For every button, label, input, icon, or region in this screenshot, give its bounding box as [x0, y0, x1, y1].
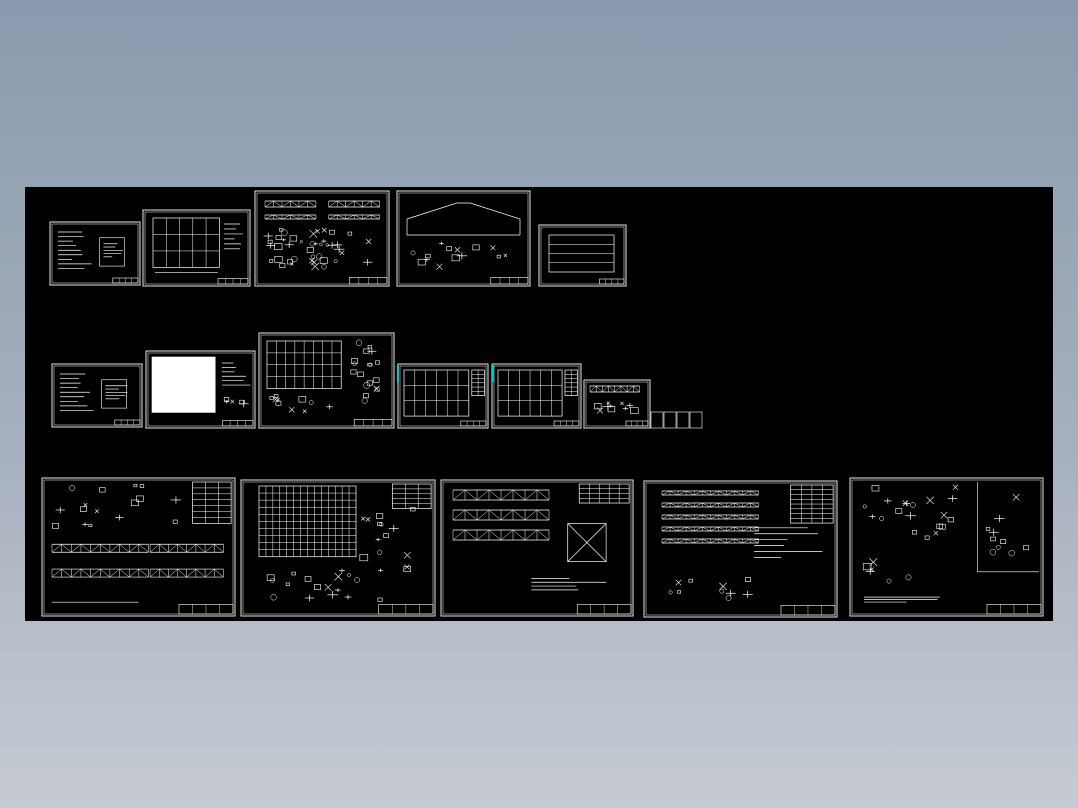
drawing-sheet-row2-sheet6[interactable]: [583, 379, 651, 429]
drawing-sheet-row2-sheet3[interactable]: [258, 332, 395, 429]
drawing-sheet-row2-sheet5[interactable]: [491, 363, 582, 429]
drawing-sheet-row2-sheet1[interactable]: [51, 363, 143, 428]
drawing-sheet-row3-sheet1[interactable]: [41, 477, 236, 617]
drawing-sheet-row1-sheet3[interactable]: [254, 190, 390, 287]
drawing-sheet-row2-sheet2[interactable]: [145, 350, 256, 429]
drawing-sheet-row1-sheet2[interactable]: [142, 209, 251, 287]
drawing-sheet-row3-sheet3[interactable]: [440, 479, 634, 617]
loose-table[interactable]: [650, 411, 703, 429]
cad-drawing-canvas[interactable]: [25, 187, 1053, 621]
cyan-marker: [492, 364, 494, 382]
drawing-sheet-row3-sheet2[interactable]: [240, 479, 436, 617]
drawing-sheet-row1-sheet4[interactable]: [396, 190, 531, 287]
cyan-marker: [397, 364, 399, 382]
drawing-sheet-row2-sheet4[interactable]: [397, 363, 489, 429]
drawing-model-space[interactable]: [25, 187, 1053, 621]
drawing-sheet-row1-sheet1[interactable]: [49, 221, 141, 286]
drawing-sheet-row1-sheet5[interactable]: [538, 224, 627, 287]
drawing-sheet-row3-sheet4[interactable]: [643, 480, 838, 618]
drawing-sheet-row3-sheet5[interactable]: [849, 477, 1044, 617]
